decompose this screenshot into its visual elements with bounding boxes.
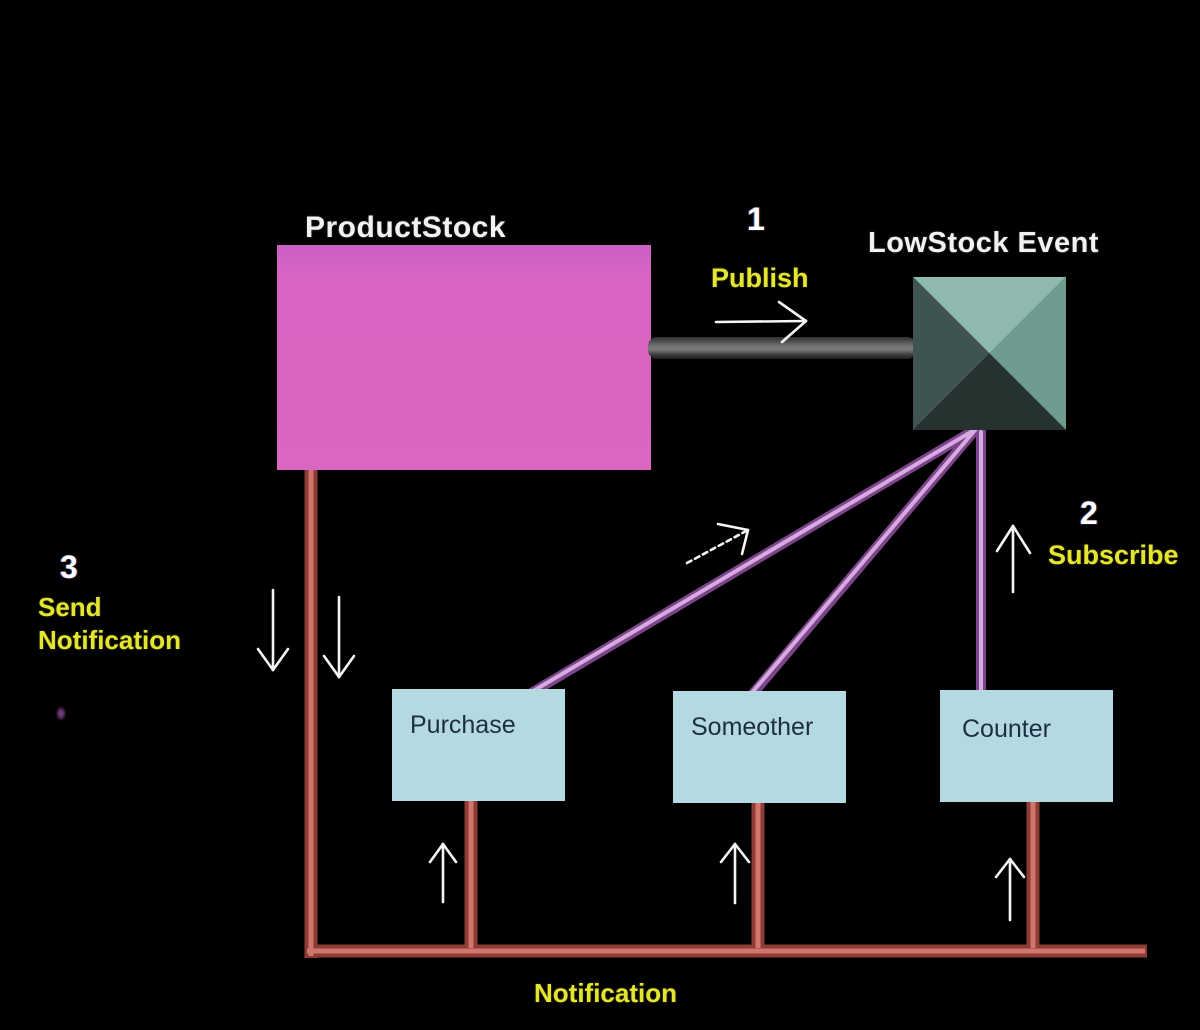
subscriber-label-purchase: Purchase xyxy=(410,711,516,739)
subscriber-node-counter: Counter xyxy=(940,690,1113,802)
delivery-arrow-icon-someother xyxy=(719,842,751,905)
subscriber-node-purchase: Purchase xyxy=(392,689,565,801)
subscriber-label-counter: Counter xyxy=(962,715,1051,743)
event-diamond-icon xyxy=(913,277,1066,430)
publisher-label: ProductStock xyxy=(305,211,507,244)
send-label: Send xyxy=(38,592,102,622)
delivery-arrow-icon-counter xyxy=(994,857,1026,922)
step2-number: 2 xyxy=(1080,495,1098,531)
delivery-arrow-icon-purchase xyxy=(428,842,458,904)
publish-arrow-icon xyxy=(714,300,808,344)
subscriber-node-someother: Someother xyxy=(673,691,846,803)
step3-number: 3 xyxy=(60,549,78,585)
send-notification-arrow-icon-2 xyxy=(322,595,356,679)
step1-number: 1 xyxy=(747,201,765,237)
stray-purple-dot xyxy=(57,707,65,720)
subscribe-label: Subscribe xyxy=(1048,540,1179,570)
send-notification-arrow-icon-1 xyxy=(256,588,290,672)
notification-bus-label: Notification xyxy=(534,978,677,1008)
send-notification-label: Notification xyxy=(38,625,181,655)
fan-diagonal-arrow-icon xyxy=(685,522,750,565)
publisher-node xyxy=(277,245,651,470)
publish-label: Publish xyxy=(711,263,809,293)
subscriber-label-someother: Someother xyxy=(691,713,814,741)
publish-connector-bar xyxy=(648,337,916,359)
subscribe-arrow-icon xyxy=(995,524,1032,594)
event-label: LowStock Event xyxy=(868,227,1099,259)
